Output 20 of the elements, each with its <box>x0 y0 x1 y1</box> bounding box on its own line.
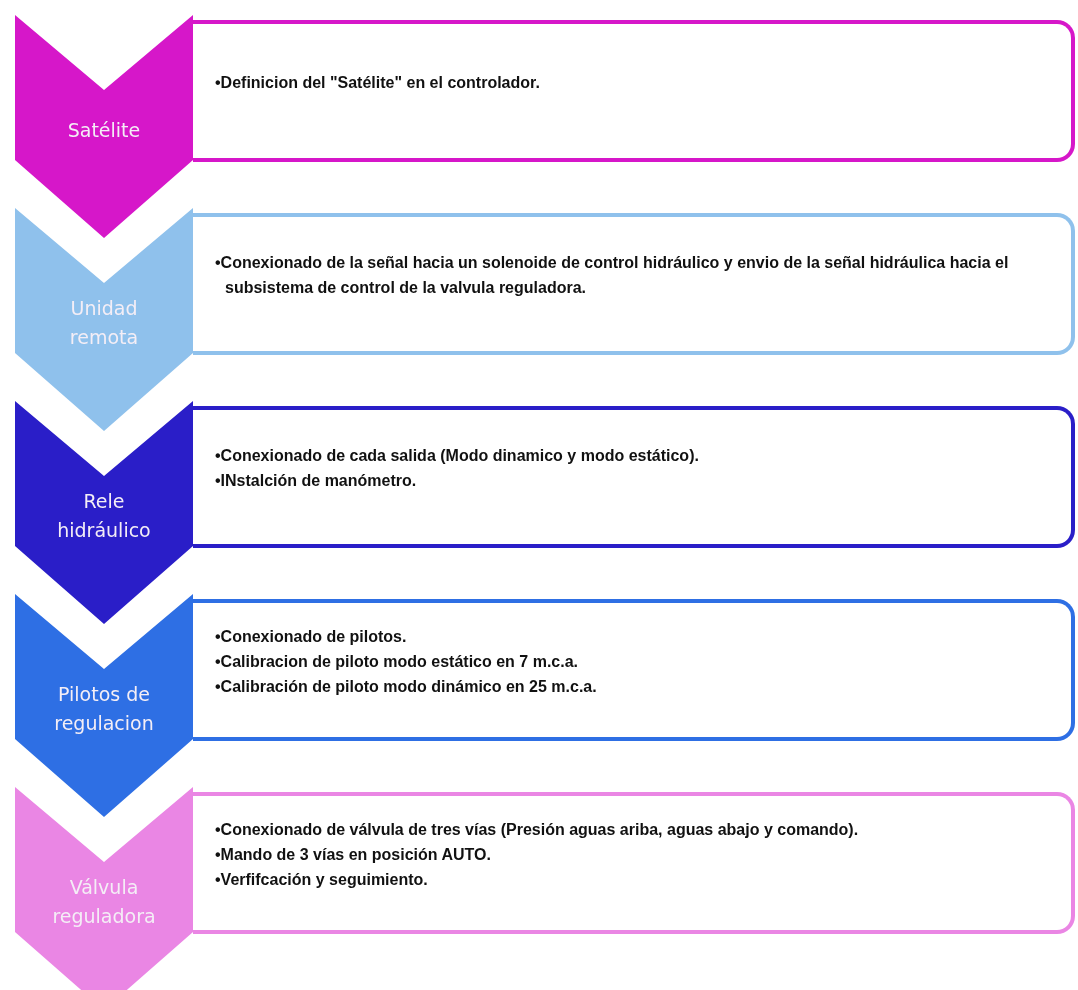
bullet-text: •Calibracion de piloto modo estático en 7 m.c.a. <box>215 651 578 672</box>
step-description-panel <box>193 406 1075 548</box>
bullet-text: •Conexionado de pilotos. <box>215 626 407 647</box>
bullet-text: •Mando de 3 vías en posición AUTO. <box>215 844 491 865</box>
bullet-text: •INstalción de manómetro. <box>215 471 417 491</box>
step-label: Rele hidráulico <box>56 489 152 543</box>
step-label: Unidad remota <box>68 296 140 350</box>
step-description-panel <box>193 20 1075 162</box>
bullet-text: •Conexionado de cada salida (Modo dinamico y modo estático). <box>215 446 699 466</box>
bullet-text: •Calibración de piloto modo dinámico en 25 m.c.a. <box>215 676 597 697</box>
step-description-panel <box>193 792 1075 934</box>
step-label: Pilotos de regulacion <box>53 682 155 736</box>
step-description-panel <box>193 213 1075 355</box>
bullet-text: •Verfifcación y seguimiento. <box>215 869 428 890</box>
bullet-text: •Definicion del "Satélite" en el controlador. <box>215 72 540 93</box>
bullet-text: •Conexionado de válvula de tres vías (Presión aguas ariba, aguas abajo y comando). <box>215 819 859 840</box>
step-label: Válvula reguladora <box>51 875 157 929</box>
bullet-text: •Conexionado de la señal hacia un solenoide de control hidráulico y envio de la señal hidráulica hacia el subsistema de control de la valvula reguladora. <box>215 253 1010 298</box>
step-label: Satélite <box>66 117 142 143</box>
step-description-panel <box>193 599 1075 741</box>
